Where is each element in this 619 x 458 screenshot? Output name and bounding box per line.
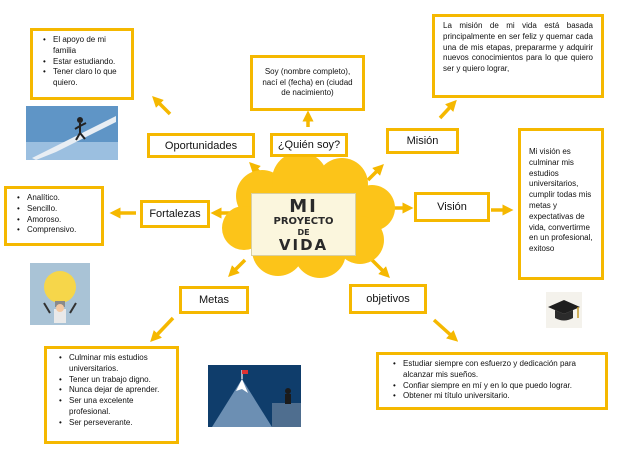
detail-quien-soy: Soy (nombre completo), nací el (fecha) e… <box>250 55 365 111</box>
list-item: Tener un trabajo digno. <box>57 375 168 386</box>
list-item: Confiar siempre en mí y en lo que puedo … <box>391 381 597 392</box>
list-item: Sencillo. <box>15 204 93 215</box>
title-mi: MI <box>289 196 318 217</box>
arrow-to-metas-detail <box>150 316 175 343</box>
arrow-to-oportunidades-detail <box>152 96 172 116</box>
title-proyecto: PROYECTO <box>273 216 334 227</box>
list-item: Ser perseverante. <box>57 418 168 429</box>
list-item: Estar estudiando. <box>41 57 123 68</box>
center-title-card: MI PROYECTO DE VIDA <box>251 193 356 256</box>
list-item: Tener claro lo que quiero. <box>41 67 123 89</box>
node-quien-soy: ¿Quién soy? <box>270 133 348 157</box>
arrow-to-metas <box>228 258 247 277</box>
arrow-to-objetivos-detail <box>432 318 459 342</box>
detail-metas: Culminar mis estudios universitarios. Te… <box>44 346 179 444</box>
quien-soy-text: Soy (nombre completo), nací el (fecha) e… <box>262 66 353 98</box>
detail-fortalezas: Analítico. Sencillo. Amoroso. Comprensiv… <box>4 186 104 246</box>
businessman-stairs-illustration <box>26 106 118 160</box>
node-mision: Misión <box>386 128 459 154</box>
list-item: Nunca dejar de aprender. <box>57 385 168 396</box>
arrow-to-objetivos <box>370 258 390 278</box>
arrow-to-mision-detail <box>438 99 457 120</box>
title-vida: VIDA <box>278 236 329 254</box>
list-item: Obtener mi título universitario. <box>391 391 597 402</box>
title-de: DE <box>297 228 310 237</box>
mountain-summit-illustration <box>208 365 301 427</box>
list-item: El apoyo de mi familia <box>41 35 123 57</box>
lightbulb-person-illustration <box>30 263 90 325</box>
node-oportunidades: Oportunidades <box>147 133 255 158</box>
oportunidades-list: El apoyo de mi familia Estar estudiando.… <box>41 35 123 89</box>
list-item: Comprensivo. <box>15 225 93 236</box>
list-item: Amoroso. <box>15 215 93 226</box>
node-fortalezas: Fortalezas <box>140 200 210 228</box>
list-item: Estudiar siempre con esfuerzo y dedicaci… <box>391 359 597 381</box>
graduation-cap-icon <box>546 292 582 328</box>
list-item: Culminar mis estudios universitarios. <box>57 353 168 375</box>
mision-text: La misión de mi vida está basada princip… <box>443 21 593 74</box>
detail-oportunidades: El apoyo de mi familia Estar estudiando.… <box>30 28 134 100</box>
list-item: Ser una excelente profesional. <box>57 396 168 418</box>
list-item: Analítico. <box>15 193 93 204</box>
node-objetivos: objetivos <box>349 284 427 314</box>
detail-objetivos: Estudiar siempre con esfuerzo y dedicaci… <box>376 352 608 410</box>
arrow-to-mision <box>366 164 384 182</box>
detail-mision: La misión de mi vida está basada princip… <box>432 14 604 98</box>
node-metas: Metas <box>179 286 249 314</box>
objetivos-list: Estudiar siempre con esfuerzo y dedicaci… <box>391 359 597 402</box>
metas-list: Culminar mis estudios universitarios. Te… <box>57 353 168 429</box>
fortalezas-list: Analítico. Sencillo. Amoroso. Comprensiv… <box>15 193 93 236</box>
detail-vision: Mi visión es culminar mis estudios unive… <box>518 128 604 280</box>
vision-text: Mi visión es culminar mis estudios unive… <box>529 147 593 254</box>
node-vision: Visión <box>414 192 490 222</box>
